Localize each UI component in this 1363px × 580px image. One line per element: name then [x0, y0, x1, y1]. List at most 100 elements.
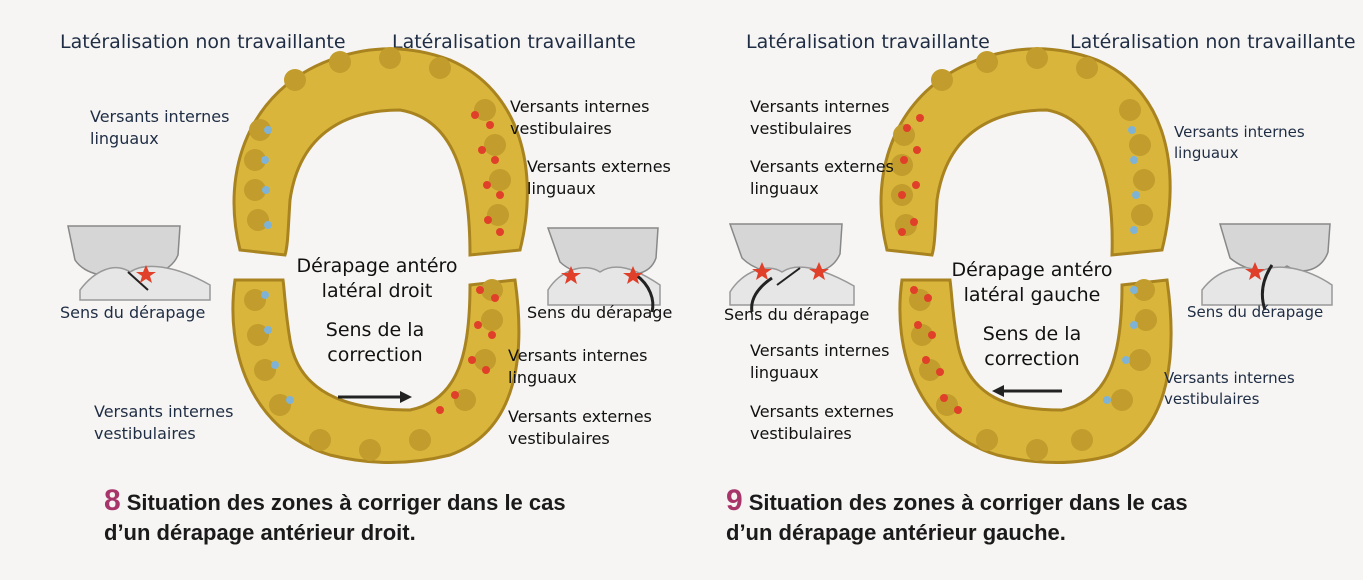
- red-marker: [496, 228, 504, 236]
- lower-cusp: [409, 429, 431, 451]
- red-marker: [912, 181, 920, 189]
- red-marker: [474, 321, 482, 329]
- blue-marker: [1130, 321, 1138, 329]
- caption-number: 8: [104, 484, 121, 517]
- occlusal-sketch-right: [1202, 224, 1332, 310]
- red-marker: [924, 294, 932, 302]
- red-marker: [928, 331, 936, 339]
- blue-marker: [1122, 356, 1130, 364]
- caption-number: 9: [726, 484, 743, 517]
- occlusal-sketch-right: [548, 228, 660, 312]
- upper-cusp: [976, 51, 998, 73]
- blue-marker: [271, 361, 279, 369]
- blue-marker: [264, 126, 272, 134]
- red-marker: [476, 286, 484, 294]
- lower-left-label-1: Versants interneslinguaux: [750, 340, 889, 384]
- red-marker: [936, 368, 944, 376]
- correction-arrowhead: [992, 385, 1004, 397]
- upper-left-label: Versants interneslinguaux: [90, 106, 229, 150]
- red-marker: [900, 156, 908, 164]
- slip-direction-right: Sens du dérapage: [1187, 302, 1323, 323]
- blue-marker: [1103, 396, 1111, 404]
- blue-marker: [1130, 226, 1138, 234]
- upper-cusp: [484, 134, 506, 156]
- upper-cusp: [1026, 47, 1048, 69]
- figure-caption-9: 9Situation des zones à corriger dans le …: [726, 486, 1188, 548]
- upper-left-label-1: Versants internesvestibulaires: [750, 96, 889, 140]
- red-marker: [922, 356, 930, 364]
- red-marker: [898, 228, 906, 236]
- red-marker: [491, 294, 499, 302]
- lower-cusp: [481, 309, 503, 331]
- red-marker: [483, 181, 491, 189]
- upper-cusp: [489, 169, 511, 191]
- lower-cusp: [1071, 429, 1093, 451]
- figure-8-panel: Latéralisation non travaillante Latérali…: [0, 0, 681, 580]
- red-marker: [496, 191, 504, 199]
- upper-cusp: [1133, 169, 1155, 191]
- red-marker: [488, 331, 496, 339]
- correction-arrowhead: [400, 391, 412, 403]
- red-marker: [913, 146, 921, 154]
- figure-caption-8: 8Situation des zones à corriger dans le …: [104, 486, 566, 548]
- slip-direction-left: Sens du dérapage: [724, 304, 869, 326]
- upper-cusp: [1119, 99, 1141, 121]
- upper-cusp: [379, 47, 401, 69]
- lower-cusp: [359, 439, 381, 461]
- occlusal-sketch-left: [730, 224, 854, 312]
- upper-cusp: [1131, 204, 1153, 226]
- red-marker: [898, 191, 906, 199]
- blue-marker: [264, 326, 272, 334]
- upper-cusp: [429, 57, 451, 79]
- red-marker: [903, 124, 911, 132]
- blue-marker: [1130, 156, 1138, 164]
- red-marker: [491, 156, 499, 164]
- red-marker: [436, 406, 444, 414]
- red-marker: [910, 218, 918, 226]
- upper-cusp: [1129, 134, 1151, 156]
- upper-left-label-2: Versants externeslinguaux: [750, 156, 894, 200]
- blue-marker: [261, 156, 269, 164]
- red-marker: [484, 216, 492, 224]
- blue-marker: [261, 291, 269, 299]
- figure-9-panel: Latéralisation travaillante Latéralisati…: [682, 0, 1363, 580]
- blue-marker: [264, 221, 272, 229]
- lower-cusp: [1026, 439, 1048, 461]
- occlusal-sketch-left: [68, 226, 210, 300]
- lower-cusp: [309, 429, 331, 451]
- red-marker: [468, 356, 476, 364]
- lower-cusp: [1135, 309, 1157, 331]
- slip-direction-right: Sens du dérapage: [527, 302, 672, 324]
- lower-left-label: Versants internesvestibulaires: [94, 401, 233, 445]
- upper-cusp: [329, 51, 351, 73]
- red-marker: [478, 146, 486, 154]
- upper-arch-shape: [881, 49, 1170, 255]
- red-marker: [910, 286, 918, 294]
- red-marker: [471, 111, 479, 119]
- red-marker: [916, 114, 924, 122]
- red-marker: [451, 391, 459, 399]
- slip-direction-left: Sens du dérapage: [60, 302, 205, 324]
- upper-cusp: [931, 69, 953, 91]
- red-marker: [940, 394, 948, 402]
- lower-left-label-2: Versants externesvestibulaires: [750, 401, 894, 445]
- red-marker: [482, 366, 490, 374]
- lower-cusp: [976, 429, 998, 451]
- lower-cusp: [1111, 389, 1133, 411]
- red-marker: [914, 321, 922, 329]
- red-marker: [486, 121, 494, 129]
- blue-marker: [1132, 191, 1140, 199]
- upper-cusp: [1076, 57, 1098, 79]
- blue-marker: [286, 396, 294, 404]
- blue-marker: [262, 186, 270, 194]
- lower-cusp: [1129, 349, 1151, 371]
